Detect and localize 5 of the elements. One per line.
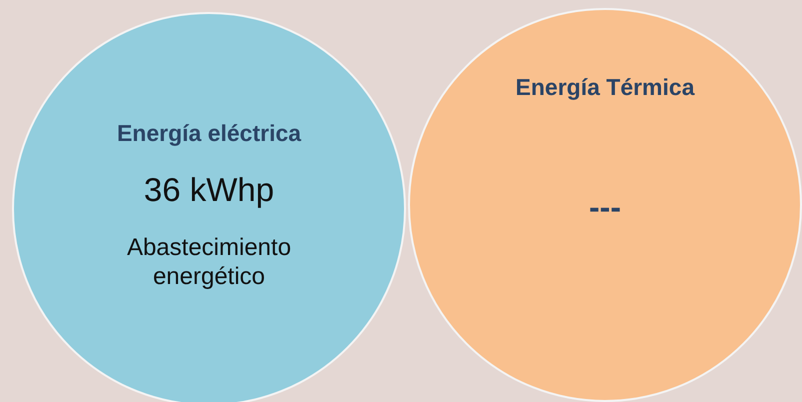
circle-heading: Energía eléctrica [116,120,302,148]
placeholder-text: --- [588,188,622,226]
circle-heading: Energía Térmica [514,74,696,102]
description-text: Abastecimiento energético [126,234,292,292]
value-text: 36 kWhp [142,170,276,210]
